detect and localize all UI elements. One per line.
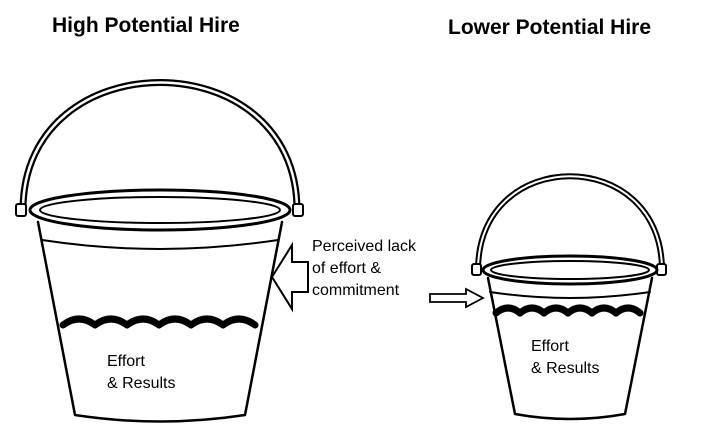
left-effort-results-label: Effort & Results <box>107 351 175 395</box>
left-label-line-2: & Results <box>107 375 176 392</box>
annotation-line-2: of effort & <box>312 260 382 277</box>
high-potential-hire-title: High Potential Hire <box>52 14 240 37</box>
lower-potential-hire-title: Lower Potential Hire <box>448 16 652 39</box>
perceived-lack-annotation: Perceived lack of effort & commitment <box>312 236 416 302</box>
arrow-right-icon <box>429 287 485 309</box>
annotation-line-3: commitment <box>312 282 400 299</box>
left-label-line-1: Effort <box>107 353 145 370</box>
right-label-line-2: & Results <box>531 360 600 377</box>
high-potential-bucket <box>15 79 304 423</box>
arrow-left-icon <box>270 241 309 313</box>
right-effort-level <box>492 304 644 317</box>
right-effort-results-label: Effort & Results <box>531 336 599 380</box>
lower-potential-bucket <box>471 173 667 421</box>
right-label-line-1: Effort <box>531 338 569 355</box>
annotation-line-1: Perceived lack <box>312 238 417 255</box>
left-effort-level <box>59 315 259 329</box>
